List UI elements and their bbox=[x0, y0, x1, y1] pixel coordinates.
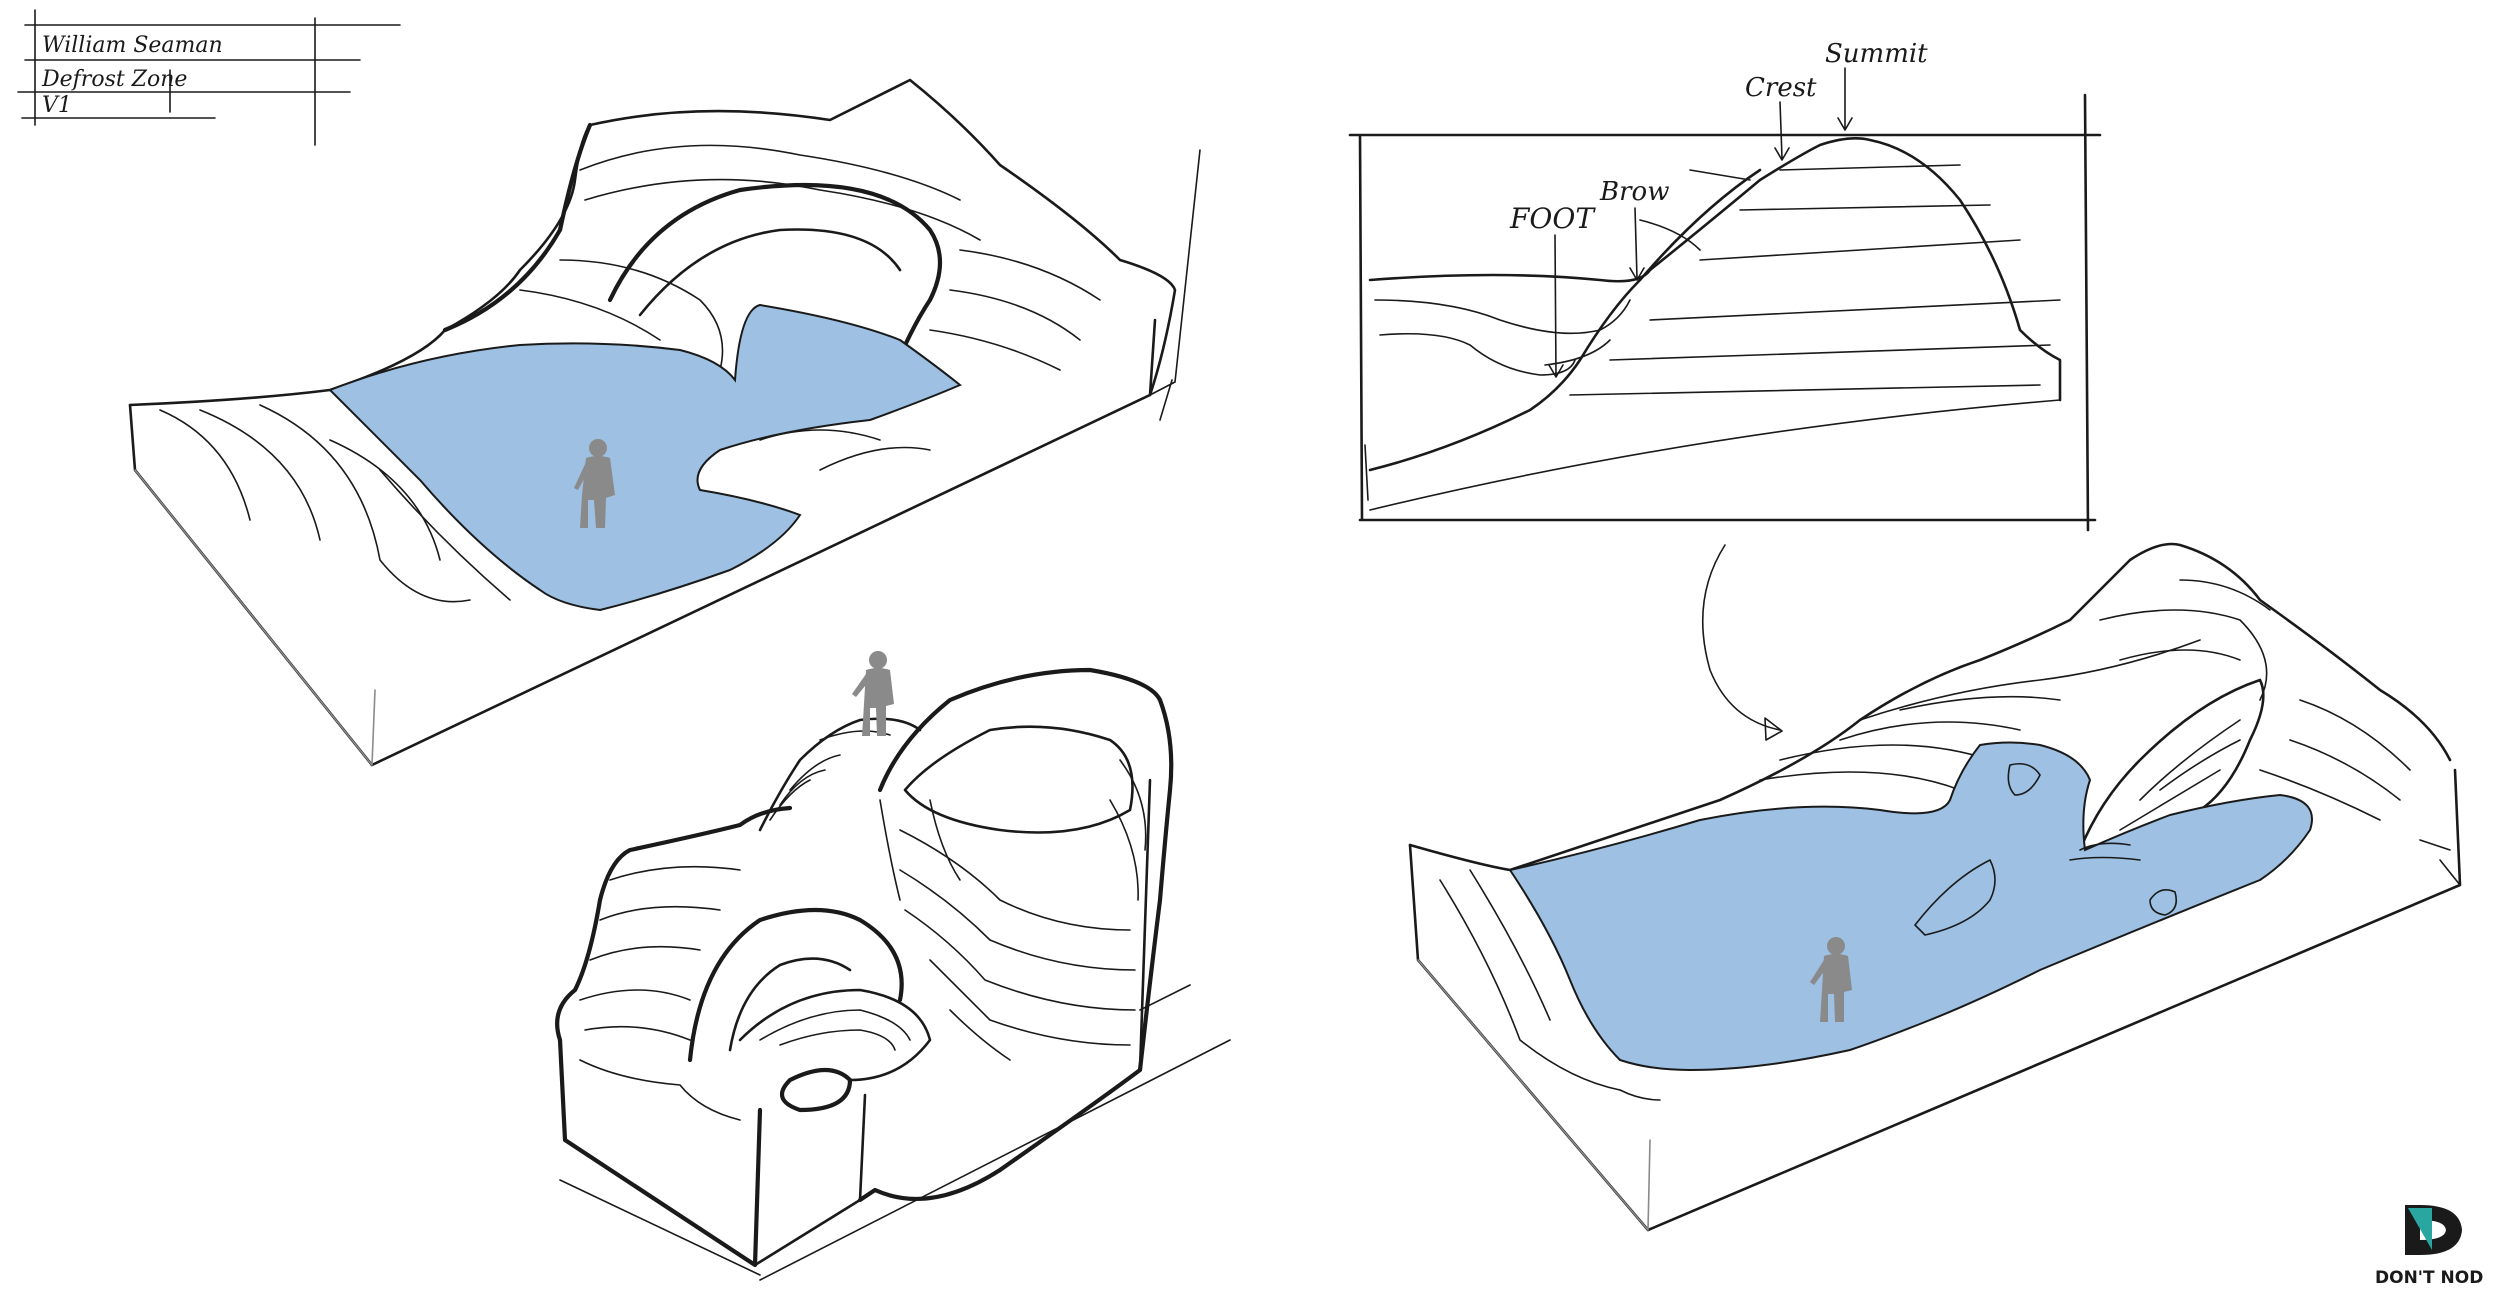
version-label: V1 bbox=[42, 93, 72, 118]
human-figure-2 bbox=[852, 651, 894, 736]
label-foot: FOOT bbox=[1509, 202, 1596, 235]
label-brow: Brow bbox=[1599, 177, 1669, 207]
dontnod-logo-mark-icon bbox=[2405, 1205, 2462, 1255]
sketch-lake-block-bottom-right bbox=[1408, 542, 2462, 1232]
label-crest: Crest bbox=[1745, 73, 1817, 103]
dontnod-logo: DON'T NOD bbox=[2375, 1205, 2483, 1288]
human-figure-1 bbox=[574, 439, 615, 528]
logo-wordmark: DON'T NOD bbox=[2375, 1268, 2483, 1288]
artist-name: William Seaman bbox=[42, 33, 223, 58]
sketch-lake-block-top-left bbox=[128, 78, 1201, 767]
lake-water-2 bbox=[1508, 741, 2313, 1072]
human-figure-3 bbox=[1810, 937, 1852, 1022]
label-summit: Summit bbox=[1825, 39, 1928, 69]
sketch-cliff-block-bottom-left bbox=[555, 651, 1231, 1281]
title-block: William Seaman Defrost Zone V1 bbox=[17, 9, 401, 146]
sketch-profile-diagram: Summit Crest Brow FOOT bbox=[1348, 39, 2102, 741]
zone-name: Defrost Zone bbox=[41, 67, 187, 92]
lake-water-1 bbox=[328, 303, 962, 612]
